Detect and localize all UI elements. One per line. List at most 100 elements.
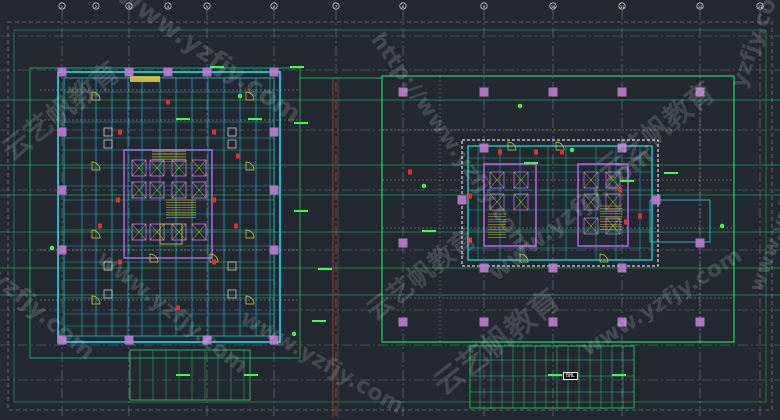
inner-frame-rect <box>13 29 767 403</box>
green-annotations <box>49 66 725 376</box>
axis-bubble-label: 2 <box>95 5 97 9</box>
right-elevator-cross-b <box>605 217 621 235</box>
elevator-shaft <box>171 181 187 199</box>
axis-bubble-circle <box>756 2 764 10</box>
structural-column <box>398 317 408 327</box>
structural-column <box>124 67 134 77</box>
axis-bubble-label: 9 <box>483 5 485 9</box>
axis-bubble-circle <box>203 2 211 10</box>
right-elevator-shaft <box>583 193 599 211</box>
green-annotation-dot <box>719 223 725 229</box>
door-swing <box>599 253 609 263</box>
red-marker <box>116 197 120 203</box>
right-core-shafts <box>488 171 622 238</box>
axis-bubble-circle <box>332 2 340 10</box>
right-elevator-shaft <box>513 171 529 189</box>
structural-column <box>479 143 489 153</box>
elevator-cross-b <box>191 181 207 199</box>
right-elevator-shaft <box>513 193 529 211</box>
right-elevator-cross-b <box>489 193 505 211</box>
axis-bubble-label: 1 <box>61 5 63 9</box>
green-annotation-bar <box>524 162 538 164</box>
red-marker <box>560 149 564 155</box>
right-elevator-shaft <box>489 193 505 211</box>
green-annotation-bar <box>548 374 562 376</box>
elevator-shaft <box>149 223 165 241</box>
toilet-fixture <box>227 127 237 137</box>
red-marker <box>468 193 472 199</box>
structural-column <box>548 87 558 97</box>
elevator-shaft <box>149 181 165 199</box>
elevator-cross-b <box>171 223 187 241</box>
toilet-fixture <box>103 127 113 137</box>
red-marker <box>408 169 412 175</box>
structural-column <box>163 67 173 77</box>
right-elevator-cross-b <box>513 171 529 189</box>
red-marker <box>618 187 622 193</box>
structural-column <box>269 127 279 137</box>
red-marker <box>236 153 240 159</box>
structural-column <box>617 87 627 97</box>
center-plaza-zone <box>300 77 382 418</box>
toilet-fixture <box>227 289 237 299</box>
green-annotation-bar <box>290 66 304 68</box>
right-room-partitions <box>382 76 734 342</box>
door-swing <box>91 229 101 239</box>
axis-bubble-label: 7 <box>335 5 337 9</box>
toilet-fixture <box>103 289 113 299</box>
axis-bubble-label: 6 <box>273 5 275 9</box>
right-core-left <box>483 163 537 247</box>
green-annotation-dot <box>421 183 427 189</box>
elevator-shaft <box>131 159 147 177</box>
elevator-shaft <box>191 181 207 199</box>
elevator-shaft <box>131 181 147 199</box>
red-marker <box>468 237 472 243</box>
red-marker <box>212 197 216 203</box>
elevator-cross-b <box>171 181 187 199</box>
elevator-cross-b <box>149 181 165 199</box>
green-annotation-bar <box>244 374 258 376</box>
door-swing <box>91 91 101 101</box>
red-marker <box>212 129 216 135</box>
elevator-shaft <box>149 159 165 177</box>
structural-column <box>617 317 627 327</box>
red-markers <box>98 99 642 311</box>
axis-bubble-circle <box>549 2 557 10</box>
structural-column <box>457 195 467 205</box>
axis-bubble-label: 3 <box>128 5 130 9</box>
left-core-shafts <box>103 76 237 299</box>
right-elevator-cross-b <box>605 193 621 211</box>
red-marker <box>638 213 642 219</box>
structural-column <box>124 335 134 345</box>
axis-bubble-circle <box>58 2 66 10</box>
elevator-cross-b <box>149 223 165 241</box>
structural-column <box>202 335 212 345</box>
green-annotation-bar <box>422 230 436 232</box>
elevator-shaft <box>131 223 147 241</box>
axis-bubble-circle <box>618 2 626 10</box>
axis-bubble-label: 11 <box>620 5 624 9</box>
right-podium-plan <box>381 75 735 343</box>
axis-bubble-circle <box>164 2 172 10</box>
red-marker <box>166 99 170 105</box>
green-annotation-bar <box>664 172 678 174</box>
green-annotation-dot <box>49 245 55 251</box>
structural-column <box>398 87 408 97</box>
green-annotation-bar <box>294 122 308 124</box>
structural-column <box>202 67 212 77</box>
right-elevator-shaft <box>489 171 505 189</box>
elevator-cross-b <box>171 159 187 177</box>
structural-column <box>57 67 67 77</box>
red-marker <box>234 223 238 229</box>
green-annotation-dot <box>569 147 575 153</box>
right-elevator-cross-b <box>513 193 529 211</box>
left-top-stair-bar <box>130 76 160 82</box>
left-lower-stair <box>159 223 183 245</box>
right-elevator-cross-b <box>605 171 621 189</box>
door-swing <box>507 141 517 151</box>
structural-column <box>695 317 705 327</box>
right-elevator-cross-b <box>489 171 505 189</box>
drawing-tag-label: BHL <box>563 372 579 380</box>
